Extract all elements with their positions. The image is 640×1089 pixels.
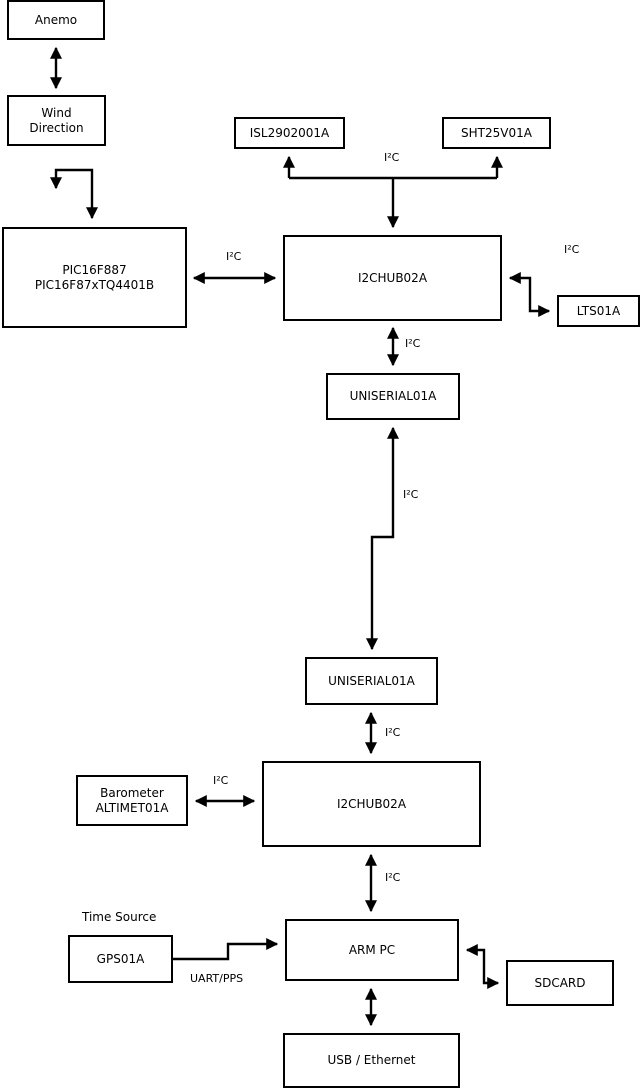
node-arm-pc-label: ARM PC — [348, 942, 396, 957]
node-pic-microcontroller-label: PIC16F887 PIC16F87xTQ4401B — [34, 262, 155, 292]
node-anemo[interactable]: Anemo — [7, 0, 105, 40]
node-uniserial01a-lower[interactable]: UNISERIAL01A — [305, 657, 438, 705]
node-sdcard-label: SDCARD — [534, 975, 586, 990]
node-gps01a[interactable]: GPS01A — [68, 935, 173, 983]
edge-label-i2c-uniserial-hub2: I²C — [385, 726, 401, 739]
node-i2chub02a-top[interactable]: I2CHUB02A — [283, 235, 502, 321]
node-uniserial01a-lower-label: UNISERIAL01A — [328, 673, 415, 688]
edge-label-i2c-hub2-armpc: I²C — [385, 871, 401, 884]
node-uniserial01a-upper-label: UNISERIAL01A — [349, 389, 437, 403]
connector-gps-armpc — [173, 938, 279, 961]
node-barometer-altimet01a[interactable]: Barometer ALTIMET01A — [76, 775, 188, 826]
node-lts01a[interactable]: LTS01A — [557, 295, 640, 327]
node-i2chub02a-bottom-label: I2CHUB02A — [336, 796, 407, 811]
edge-label-i2c-uniserial-link: I²C — [403, 488, 419, 501]
node-arm-pc[interactable]: ARM PC — [285, 919, 459, 981]
node-wind-direction[interactable]: Wind Direction — [7, 95, 106, 146]
node-anemo-label: Anemo — [34, 12, 78, 27]
node-barometer-altimet01a-label: Barometer ALTIMET01A — [95, 785, 169, 815]
label-time-source: Time Source — [82, 910, 157, 924]
connector-uniserial-link — [366, 426, 399, 651]
node-sdcard[interactable]: SDCARD — [506, 960, 614, 1006]
edge-label-i2c-baro-hub2: I²C — [213, 774, 229, 787]
node-i2chub02a-top-label: I2CHUB02A — [357, 270, 428, 285]
edge-label-i2c-pic-hub: I²C — [226, 250, 242, 263]
node-usb-ethernet[interactable]: USB / Ethernet — [283, 1033, 460, 1088]
connector-wind-pic — [50, 168, 98, 220]
node-isl2902001a[interactable]: ISL2902001A — [234, 117, 345, 149]
node-pic-microcontroller[interactable]: PIC16F887 PIC16F87xTQ4401B — [2, 227, 187, 328]
connector-armpc-sdcard — [465, 944, 500, 989]
node-gps01a-label: GPS01A — [96, 951, 145, 966]
node-usb-ethernet-label: USB / Ethernet — [327, 1053, 416, 1067]
edge-label-i2c-sensors-hub: I²C — [384, 151, 400, 164]
node-sht25v01a-label: SHT25V01A — [461, 125, 532, 140]
edge-label-uart-pps: UART/PPS — [190, 972, 244, 985]
connector-hubtop-lts — [508, 272, 551, 317]
node-sht25v01a[interactable]: SHT25V01A — [442, 117, 551, 149]
node-wind-direction-label: Wind Direction — [29, 105, 84, 135]
edge-label-i2c-hub-lts: I²C — [564, 243, 580, 256]
edge-label-i2c-hub-uniserial: I²C — [405, 337, 421, 350]
node-lts01a-label: LTS01A — [576, 303, 621, 318]
node-i2chub02a-bottom[interactable]: I2CHUB02A — [262, 761, 481, 847]
node-isl2902001a-label: ISL2902001A — [249, 125, 330, 140]
node-uniserial01a-upper[interactable]: UNISERIAL01A — [326, 373, 460, 420]
